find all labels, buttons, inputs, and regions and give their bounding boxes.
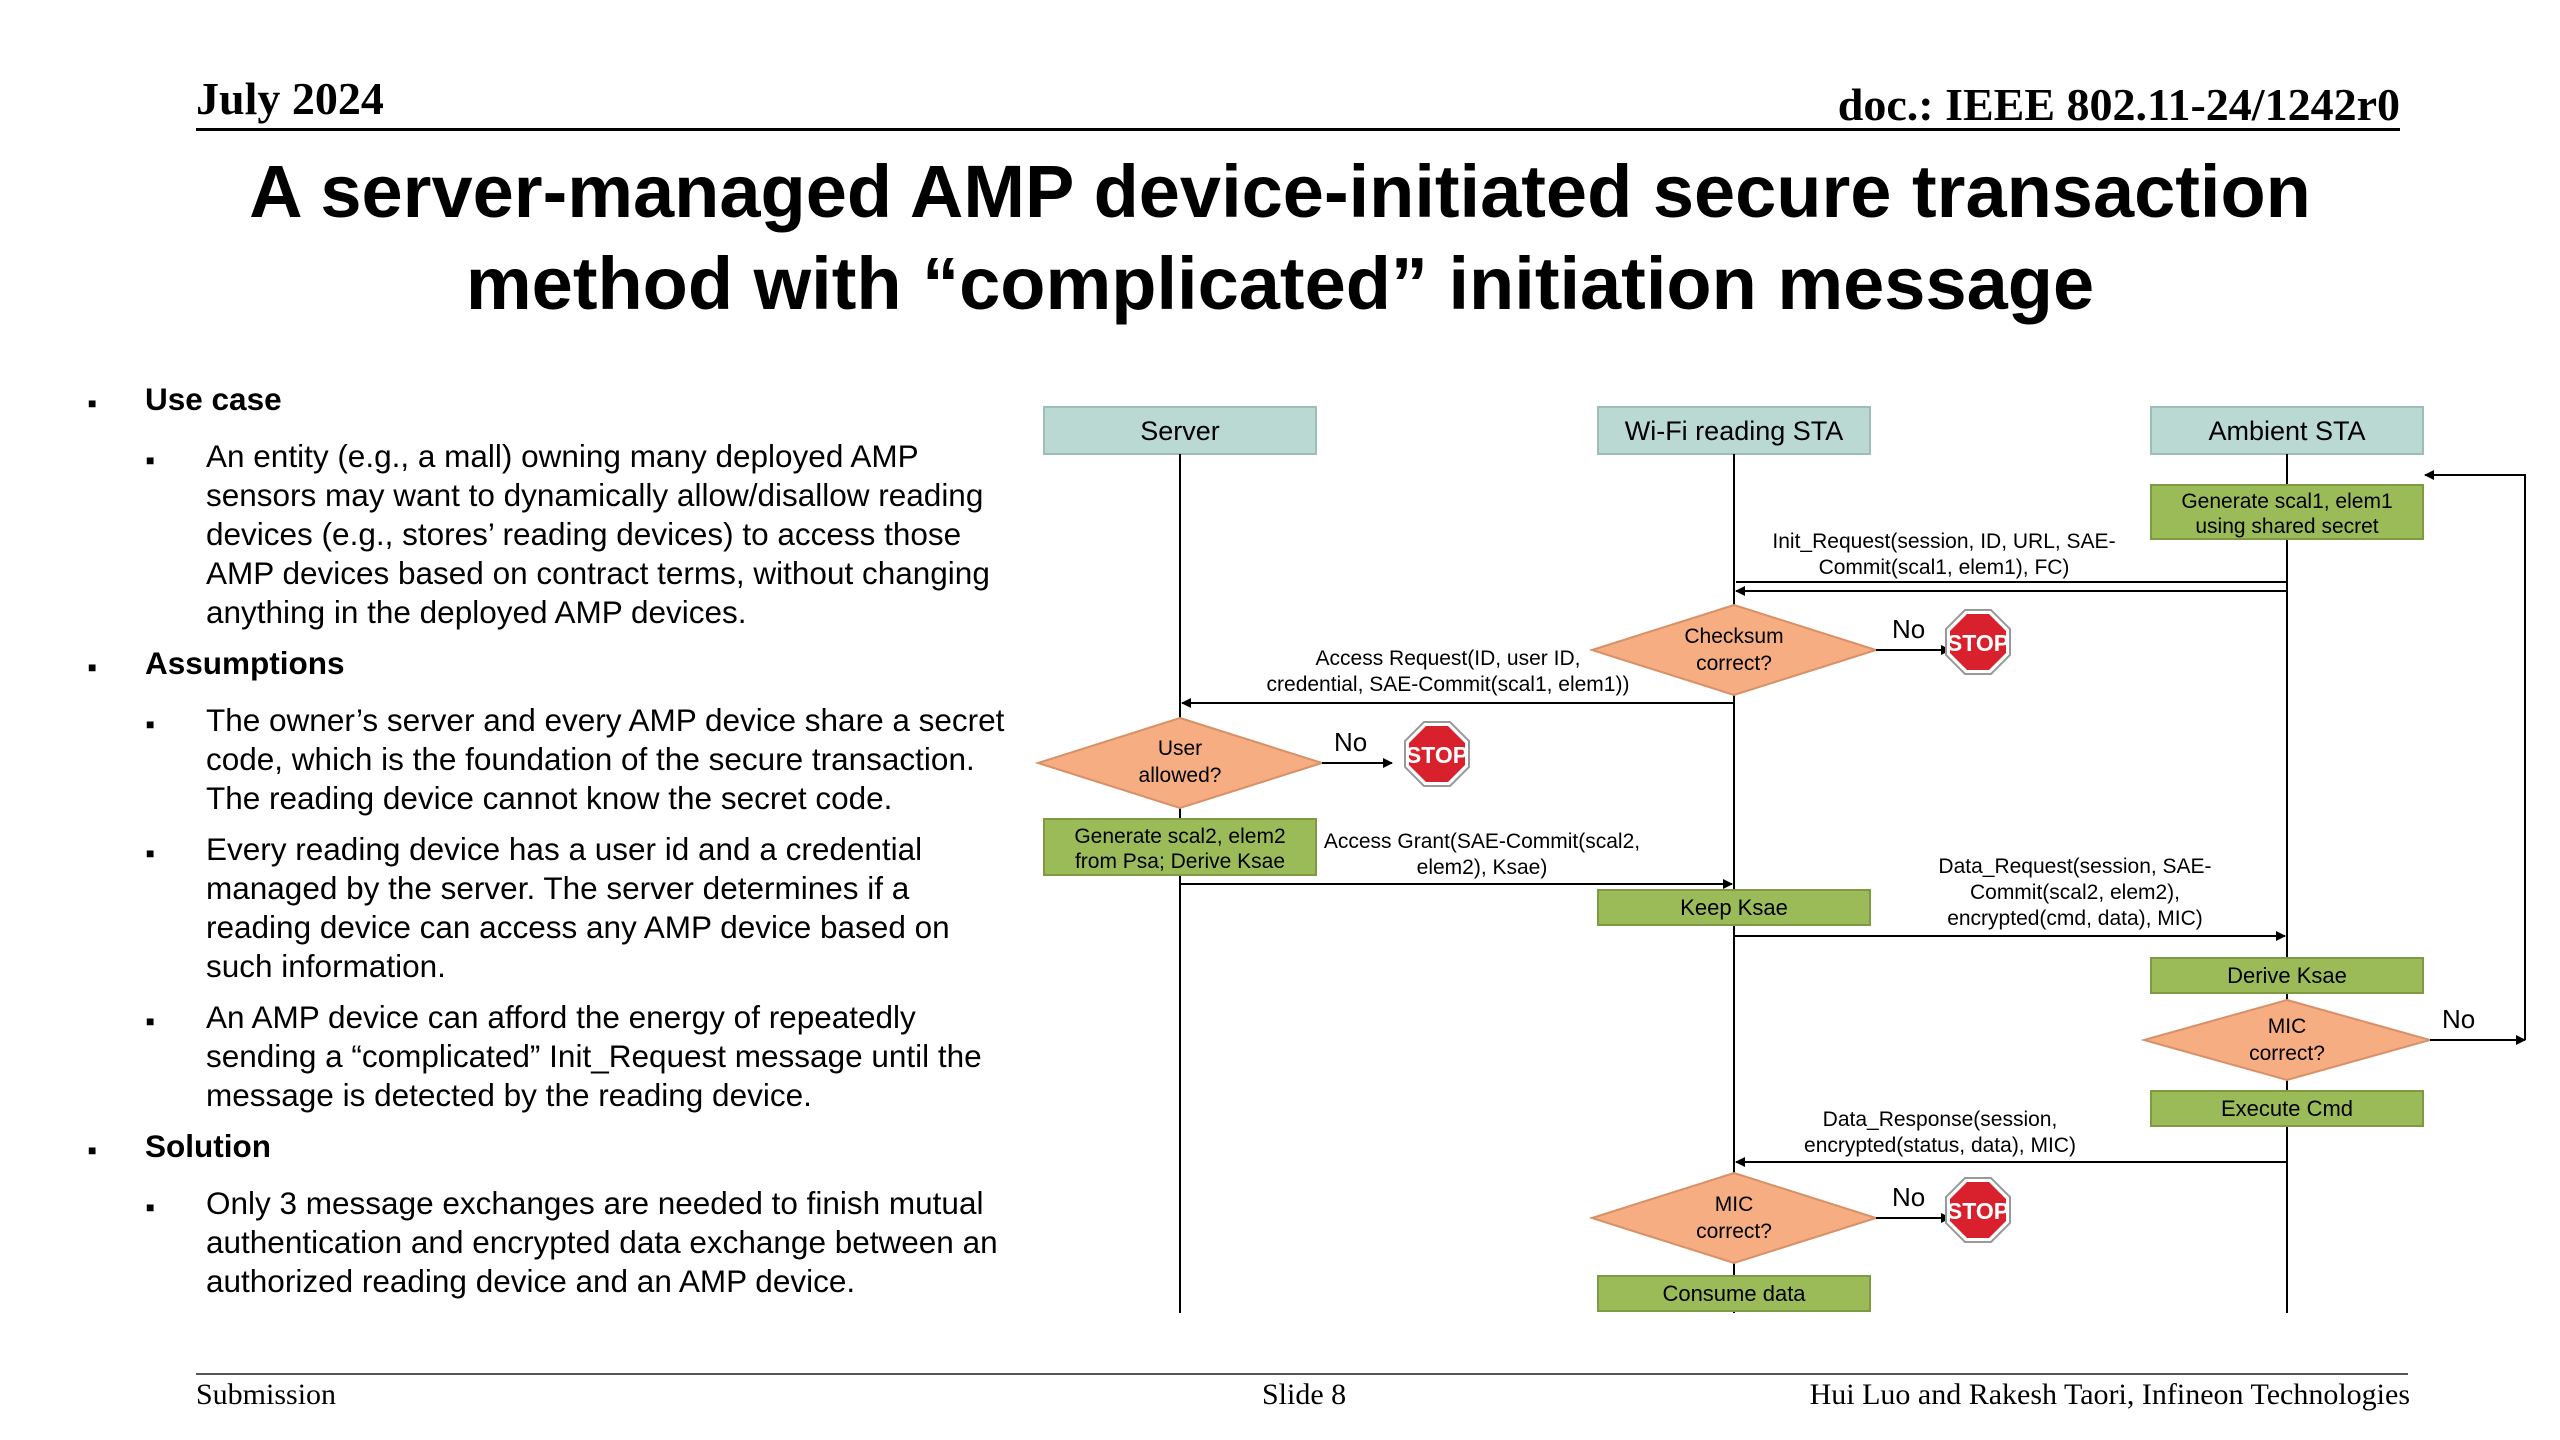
msg-init-request-line2: Commit(scal1, elem1), FC) bbox=[1819, 556, 2070, 579]
decision-mic-ambient bbox=[2140, 998, 2434, 1082]
no-label-mic-reader: No bbox=[1892, 1182, 1925, 1212]
decision-mic-reader-line1: MIC bbox=[1715, 1193, 1754, 1216]
decision-checksum bbox=[1588, 603, 1880, 697]
box-generate-scal2 bbox=[1043, 818, 1317, 876]
actor-ambient-box bbox=[2150, 406, 2424, 455]
msg-access-request-line1: Access Request(ID, user ID, bbox=[1316, 647, 1581, 670]
msg-access-grant-line1: Access Grant(SAE-Commit(scal2, bbox=[1324, 830, 1640, 853]
decision-user-line1: User bbox=[1158, 737, 1202, 760]
box-execute-cmd-label: Execute Cmd bbox=[2221, 1096, 2353, 1121]
actor-server-label: Server bbox=[1140, 416, 1220, 446]
bullet-use-case-item: An entity (e.g., a mall) owning many dep… bbox=[80, 437, 1020, 632]
no-label-user: No bbox=[1334, 727, 1367, 757]
msg-init-request-line1: Init_Request(session, ID, URL, SAE- bbox=[1772, 530, 2115, 553]
box-generate-scal1-line1: Generate scal1, elem1 bbox=[2181, 490, 2392, 513]
bullet-assumption-item: The owner’s server and every AMP device … bbox=[80, 701, 1020, 818]
box-consume-data bbox=[1597, 1275, 1871, 1312]
loop-back-arrow bbox=[2424, 470, 2526, 1040]
no-label-checksum: No bbox=[1892, 614, 1925, 644]
bullet-list: Use case An entity (e.g., a mall) owning… bbox=[80, 380, 1020, 1313]
actor-ambient-label: Ambient STA bbox=[2208, 416, 2365, 446]
box-consume-data-label: Consume data bbox=[1662, 1281, 1806, 1306]
stop-sign-2: STOP bbox=[1404, 721, 1470, 787]
decision-user-allowed bbox=[1034, 716, 1326, 810]
box-derive-ksae bbox=[2150, 957, 2424, 994]
footer-slide-number: Slide 8 bbox=[1262, 1378, 1347, 1411]
decision-mic-ambient-line1: MIC bbox=[2268, 1015, 2307, 1038]
bullet-solution: Solution bbox=[80, 1127, 1020, 1170]
decision-checksum-line1: Checksum bbox=[1684, 625, 1783, 648]
box-generate-scal2-line1: Generate scal2, elem2 bbox=[1074, 825, 1285, 848]
msg-data-response-line2: encrypted(status, data), MIC) bbox=[1804, 1134, 2076, 1157]
bullet-assumption-item: Every reading device has a user id and a… bbox=[80, 830, 1020, 986]
box-keep-ksae bbox=[1597, 889, 1871, 926]
box-keep-ksae-label: Keep Ksae bbox=[1680, 895, 1788, 920]
msg-data-response-line1: Data_Response(session, bbox=[1823, 1108, 2058, 1131]
decision-mic-reader-line2: correct? bbox=[1696, 1220, 1772, 1243]
stop-sign-3: STOP bbox=[1945, 1177, 2011, 1243]
title-line-1: A server-managed AMP device-initiated se… bbox=[249, 150, 2311, 233]
actor-server-box bbox=[1043, 406, 1317, 455]
slide-title: A server-managed AMP device-initiated se… bbox=[160, 146, 2400, 330]
msg-data-request-line3: encrypted(cmd, data), MIC) bbox=[1947, 907, 2203, 930]
stop-label-2: STOP bbox=[1406, 742, 1468, 768]
header-doc-id: doc.: IEEE 802.11-24/1242r0 bbox=[1837, 79, 2400, 130]
no-label-mic-ambient: No bbox=[2442, 1004, 2475, 1034]
decision-user-line2: allowed? bbox=[1139, 764, 1222, 787]
msg-access-grant-line2: elem2), Ksae) bbox=[1417, 856, 1548, 879]
decision-mic-ambient-line2: correct? bbox=[2249, 1042, 2325, 1065]
msg-access-request-line2: credential, SAE-Commit(scal1, elem1)) bbox=[1267, 673, 1630, 696]
msg-data-request-line1: Data_Request(session, SAE- bbox=[1938, 855, 2211, 878]
decision-checksum-line2: correct? bbox=[1696, 652, 1772, 675]
header-date: July 2024 bbox=[196, 73, 384, 124]
stop-sign-1: STOP bbox=[1945, 609, 2011, 675]
bullet-use-case: Use case bbox=[80, 380, 1020, 423]
footer-divider bbox=[196, 1373, 2408, 1375]
stop-label-3: STOP bbox=[1947, 1198, 2009, 1224]
box-generate-scal2-line2: from Psa; Derive Ksae bbox=[1075, 850, 1285, 873]
bullet-assumption-item: An AMP device can afford the energy of r… bbox=[80, 998, 1020, 1115]
msg-data-request-line2: Commit(scal2, elem2), bbox=[1970, 881, 2180, 904]
decision-mic-reader bbox=[1588, 1171, 1880, 1265]
header-divider bbox=[196, 128, 2400, 131]
box-derive-ksae-label: Derive Ksae bbox=[2227, 963, 2347, 988]
stop-label-1: STOP bbox=[1947, 630, 2009, 656]
footer-submission: Submission bbox=[196, 1378, 337, 1411]
bullet-solution-item: Only 3 message exchanges are needed to f… bbox=[80, 1184, 1020, 1301]
box-generate-scal1 bbox=[2150, 484, 2424, 540]
actor-reader-box bbox=[1597, 406, 1871, 455]
box-generate-scal1-line2: using shared secret bbox=[2195, 515, 2378, 538]
footer-authors: Hui Luo and Rakesh Taori, Infineon Techn… bbox=[1809, 1378, 2410, 1411]
title-line-2: method with “complicated” initiation mes… bbox=[465, 242, 2095, 325]
box-execute-cmd bbox=[2150, 1090, 2424, 1127]
actor-reader-label: Wi-Fi reading STA bbox=[1625, 416, 1844, 446]
bullet-assumptions: Assumptions bbox=[80, 644, 1020, 687]
